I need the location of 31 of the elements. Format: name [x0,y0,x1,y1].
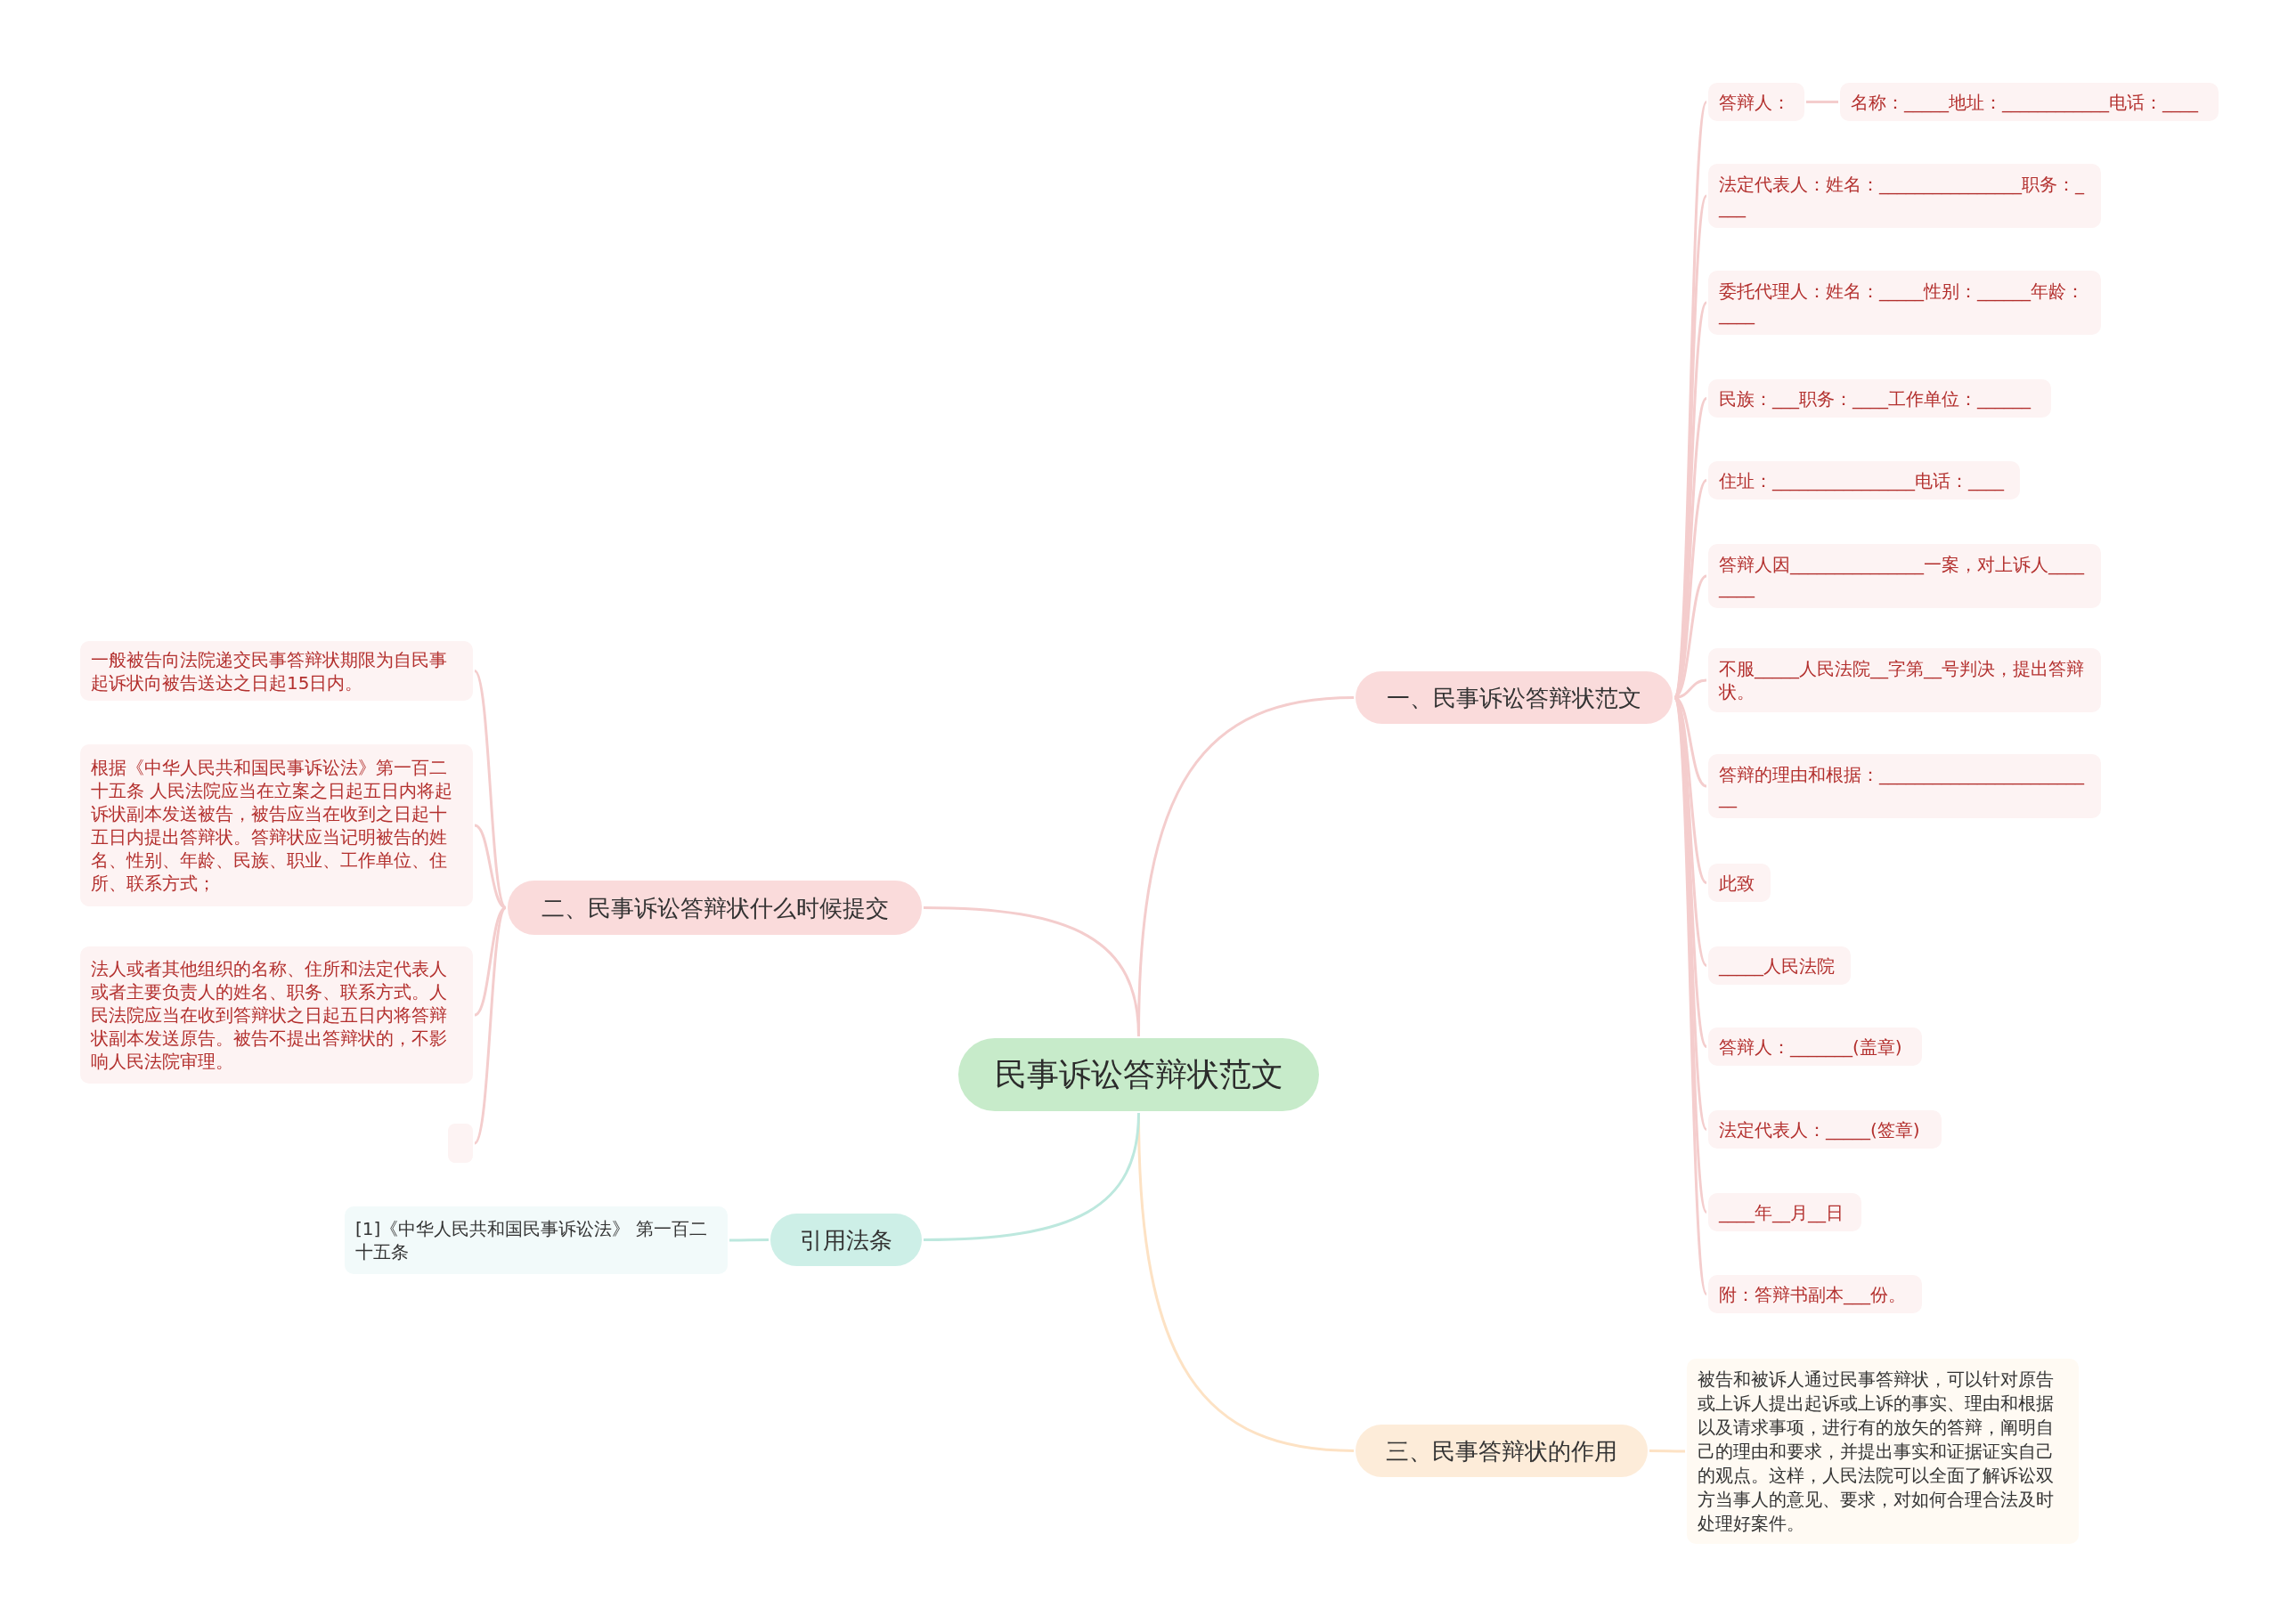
connector-line [1806,101,1838,103]
note-box: 不服_____人民法院__字第__号判决，提出答辩状。 [1708,648,2101,712]
note-box: 民族：___职务：____工作单位：______ [1708,379,2051,418]
note-box: 住址：________________电话：____ [1708,461,2020,499]
connector-line [473,906,508,1144]
central-topic: 民事诉讼答辩状范文 [958,1038,1319,1111]
note-box: 此致 [1708,864,1771,902]
connector-line [923,1112,1140,1241]
note-box: _____人民法院 [1708,946,1851,985]
note-box: 名称：_____地址：____________电话：____ [1840,83,2219,121]
note-box: 答辩人因_______________一案，对上诉人________ [1708,544,2101,608]
connector-line [729,1238,769,1242]
connector-line [1649,1449,1685,1453]
note-box: 法定代表人：姓名：________________职务：____ [1708,164,2101,228]
note-box: 答辩人： [1708,83,1804,121]
branch-topic: 引用法条 [770,1214,922,1266]
branch-topic: 二、民事诉讼答辩状什么时候提交 [508,881,922,935]
note-box: 答辩的理由和根据：_________________________ [1708,754,2101,818]
note-box: 委托代理人：姓名：_____性别：______年龄：____ [1708,271,2101,335]
note-box: [1]《中华人民共和国民事诉讼法》 第一百二十五条 [345,1206,728,1274]
note-box: 被告和被诉人通过民事答辩状，可以针对原告或上诉人提出起诉或上诉的事实、理由和根据以及请求事项，进行有的放矢的答辩，阐明自己的理由和要求，并提出事实和证据证实自己的观点。这样，人民法院可以全面了解诉讼双方当事人的意见、要求，对如何合理合法及时处理好案件。 [1687,1359,2079,1544]
branch-topic: 三、民事答辩状的作用 [1356,1425,1648,1477]
note-box: 答辩人：_______(盖章) [1708,1027,1922,1066]
note-box: ____年__月__日 [1708,1193,1861,1231]
branch-topic: 一、民事诉讼答辩状范文 [1356,671,1673,724]
note-box: 法人或者其他组织的名称、住所和法定代表人或者主要负责人的姓名、职务、联系方式。人民法院应当在收到答辩状之日起五日内将答辩状副本发送原告。被告不提出答辩状的，不影响人民法院审理。 [80,946,473,1084]
note-box: 法定代表人：_____(签章) [1708,1110,1942,1149]
note-box: 根据《中华人民共和国民事诉讼法》第一百二十五条 人民法院应当在立案之日起五日内将起诉状副本发送被告，被告应当在收到之日起十五日内提出答辩状。答辩状应当记明被告的姓名、性别、年龄、民族、职业、工作单位、住所、联系方式； [80,744,473,906]
note-box: 一般被告向法院递交民事答辩状期限为自民事起诉状向被告送达之日起15日内。 [80,641,473,701]
note-box: 附：答辩书副本___份。 [1708,1275,1922,1313]
connector-line [473,670,508,909]
